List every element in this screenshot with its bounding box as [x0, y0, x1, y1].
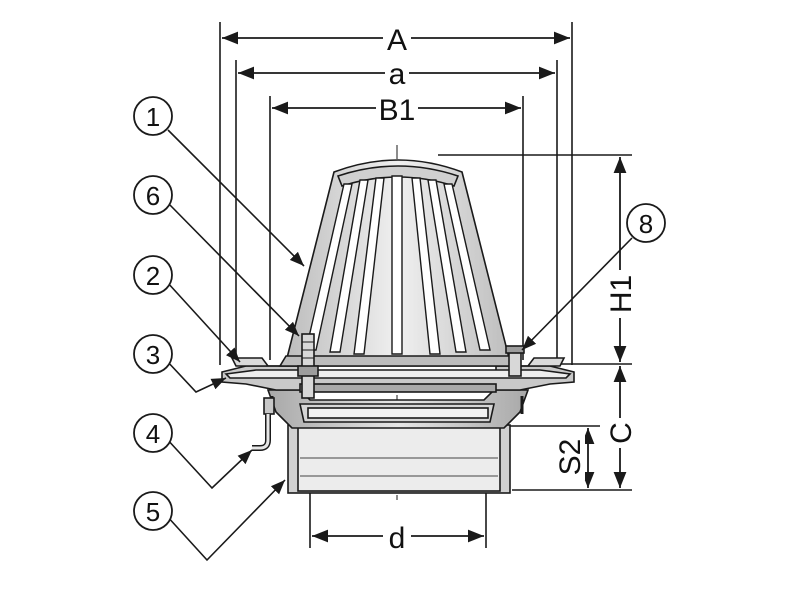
- callout-4-label: 4: [146, 419, 160, 449]
- callout-4: 4: [133, 413, 173, 453]
- dimension-label-S2: S2: [554, 439, 587, 476]
- leader-lines: [165, 129, 633, 562]
- outlet-pipe: [287, 424, 511, 494]
- callout-2: 2: [133, 255, 173, 295]
- callout-1-label: 1: [146, 102, 160, 132]
- dimension-label-C: C: [605, 422, 638, 444]
- dimension-label-H1: H1: [605, 275, 638, 313]
- callout-3-label: 3: [146, 340, 160, 370]
- callout-5: 5: [133, 491, 173, 531]
- dome-strainer: [278, 159, 518, 367]
- callout-8: 8: [626, 203, 666, 243]
- callout-6: 6: [133, 175, 173, 215]
- callout-2-label: 2: [146, 261, 160, 291]
- fixing-screw-right: [505, 345, 525, 377]
- callout-3: 3: [133, 334, 173, 374]
- callout-6-label: 6: [146, 181, 160, 211]
- cable-connector: [252, 397, 275, 451]
- callout-1: 1: [133, 96, 173, 136]
- dimension-labels: A a B1 H1 C S2 d: [376, 22, 638, 555]
- callout-5-label: 5: [146, 497, 160, 527]
- callout-8-label: 8: [639, 209, 653, 239]
- dimension-label-A: A: [387, 24, 407, 57]
- clamping-bolt-left: [297, 333, 319, 399]
- dimension-label-B1: B1: [379, 94, 416, 127]
- dimension-label-a: a: [389, 58, 406, 91]
- dimension-label-d: d: [389, 522, 406, 555]
